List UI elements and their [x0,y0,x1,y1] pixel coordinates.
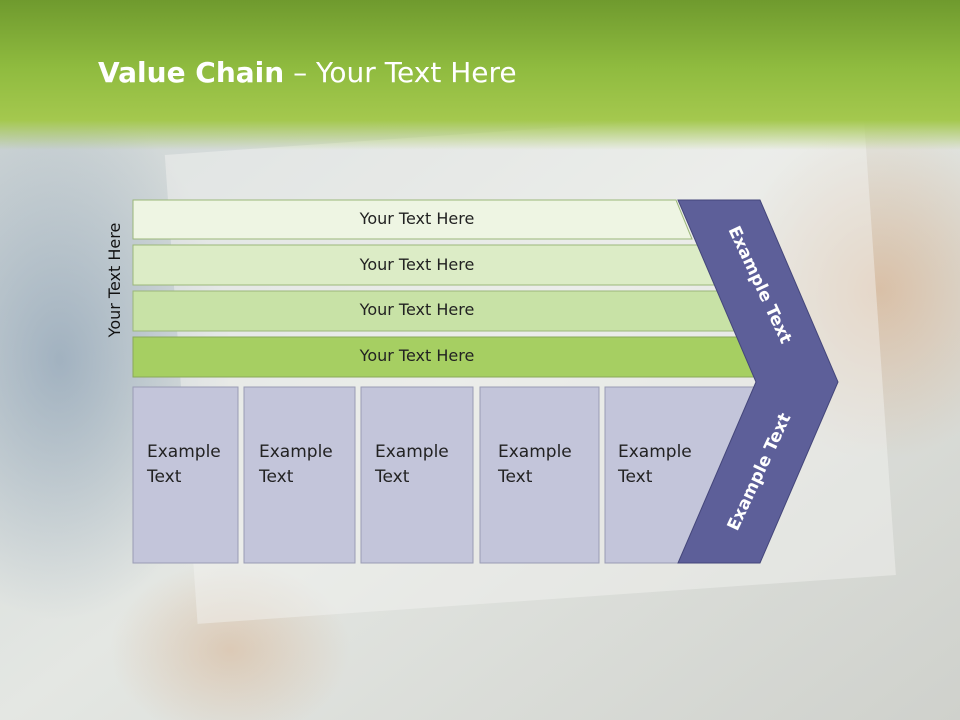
title-bold: Value Chain [98,56,285,89]
title-bar [0,0,960,150]
diagram-reflection [0,564,960,720]
example-box-3[interactable] [360,386,474,564]
chevron-arrow[interactable] [677,199,839,564]
box-4-line1: Example [498,442,572,462]
row-band-1[interactable] [132,199,693,240]
row-label-2: Your Text Here [359,255,475,274]
box-4-line2: Text [498,467,533,487]
example-box-1[interactable] [132,386,239,564]
page-title: Value Chain – Your Text Here [98,56,517,89]
example-box-4[interactable] [479,386,600,564]
box-5-line2: Text [618,467,653,487]
example-box-2[interactable] [243,386,356,564]
box-2-line1: Example [259,442,333,462]
row-label-3: Your Text Here [359,300,475,319]
box-2-line2: Text [259,467,294,487]
box-3-line2: Text [375,467,410,487]
row-label-1: Your Text Here [359,209,475,228]
box-5-line1: Example [618,442,692,462]
box-3-line1: Example [375,442,449,462]
row-label-4: Your Text Here [359,346,475,365]
box-1-line2: Text [147,467,182,487]
title-rest: – Your Text Here [284,56,517,89]
box-1-line1: Example [147,442,221,462]
